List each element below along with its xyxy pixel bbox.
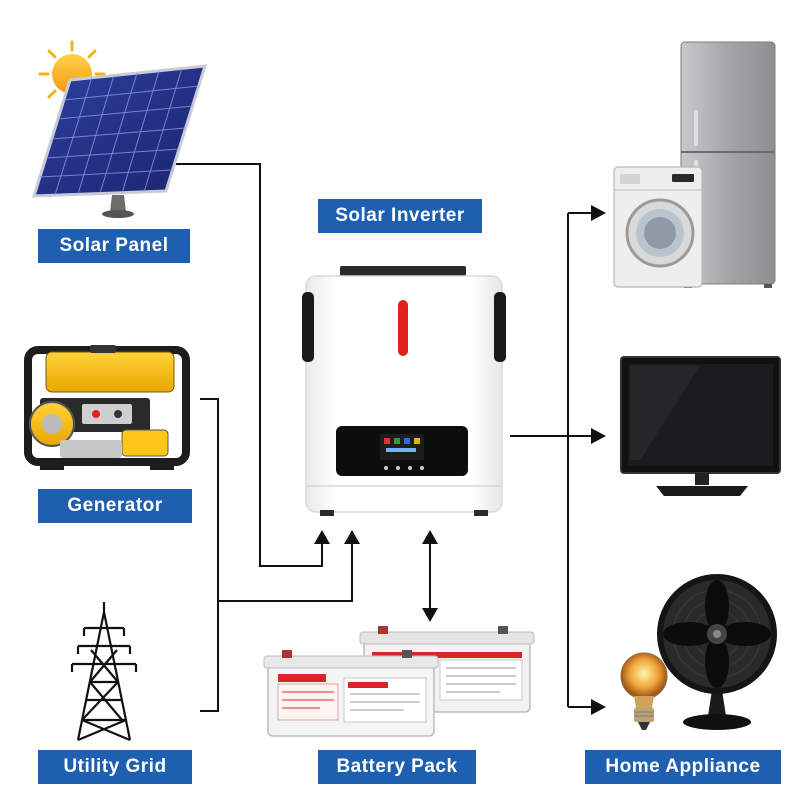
home-appliance-label: Home Appliance — [585, 750, 781, 784]
arrow-up-icon — [314, 530, 330, 544]
arrow-right-icon — [591, 428, 606, 444]
solar-panel-label: Solar Panel — [38, 229, 190, 263]
power-tower-icon — [72, 602, 136, 740]
grid-bus-line — [218, 540, 352, 601]
solar-inverter-label: Solar Inverter — [318, 199, 482, 233]
television-icon — [621, 357, 780, 496]
battery-icon — [264, 626, 534, 736]
generator-label: Generator — [38, 489, 192, 523]
arrow-right-icon — [591, 699, 606, 715]
inverter-icon — [302, 266, 506, 516]
arrow-down-icon — [422, 608, 438, 622]
generator-icon — [28, 345, 186, 470]
generator-line — [200, 399, 218, 711]
arrow-up-icon — [422, 530, 438, 544]
arrow-right-icon — [591, 205, 606, 221]
battery-pack-label: Battery Pack — [318, 750, 476, 784]
washing-machine-icon — [614, 167, 702, 287]
arrow-up-icon — [344, 530, 360, 544]
light-bulb-icon — [621, 653, 667, 730]
utility-grid-label: Utility Grid — [38, 750, 192, 784]
solar-panel-line — [176, 164, 322, 566]
desk-fan-icon — [657, 574, 777, 730]
